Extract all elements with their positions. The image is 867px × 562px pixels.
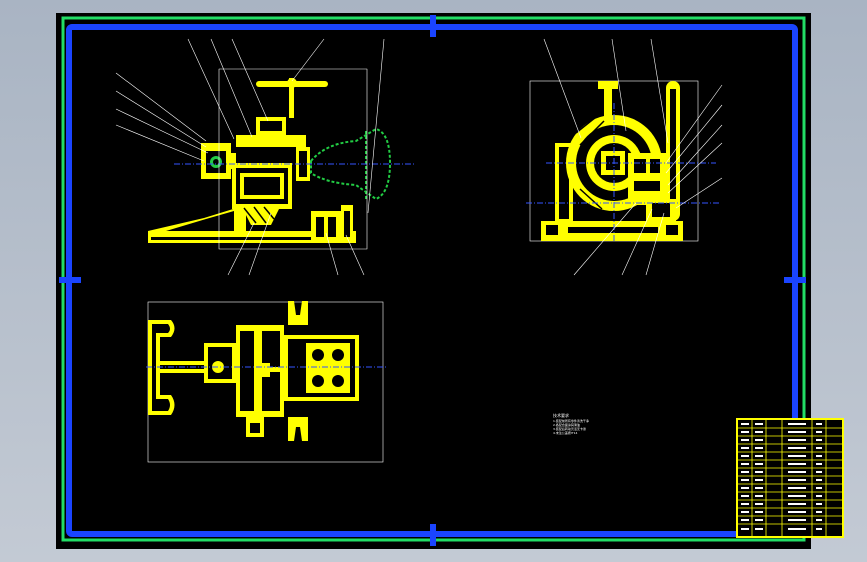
front-view-base bbox=[148, 205, 356, 243]
cad-drawing-canvas bbox=[59, 15, 806, 546]
title-block-grid bbox=[738, 420, 842, 536]
notes-line-1: 1.装配前所有零件清洗干净 bbox=[553, 419, 589, 423]
top-view bbox=[146, 301, 386, 463]
frame-marker-bottom bbox=[430, 524, 436, 546]
title-block bbox=[736, 418, 844, 538]
frame-marker-left bbox=[59, 277, 81, 283]
front-view bbox=[115, 38, 416, 276]
inner-frame bbox=[66, 24, 798, 537]
frame-marker-top bbox=[430, 15, 436, 37]
technical-notes: 技术要求 1.装配前所有零件清洗干净 2.各配合面涂润滑油 3.装配后转动灵活无… bbox=[553, 413, 633, 436]
frame-marker-right bbox=[784, 277, 806, 283]
notes-title: 技术要求 bbox=[553, 413, 569, 418]
notes-line-2: 2.各配合面涂润滑油 bbox=[553, 423, 580, 427]
drawing-sheet: 技术要求 1.装配前所有零件清洗干净 2.各配合面涂润滑油 3.装配后转动灵活无… bbox=[56, 13, 844, 549]
side-view bbox=[526, 38, 723, 276]
notes-line-3: 3.装配后转动灵活无卡滞 bbox=[553, 427, 586, 431]
notes-line-4: 4.未注公差按IT14 bbox=[553, 431, 578, 435]
